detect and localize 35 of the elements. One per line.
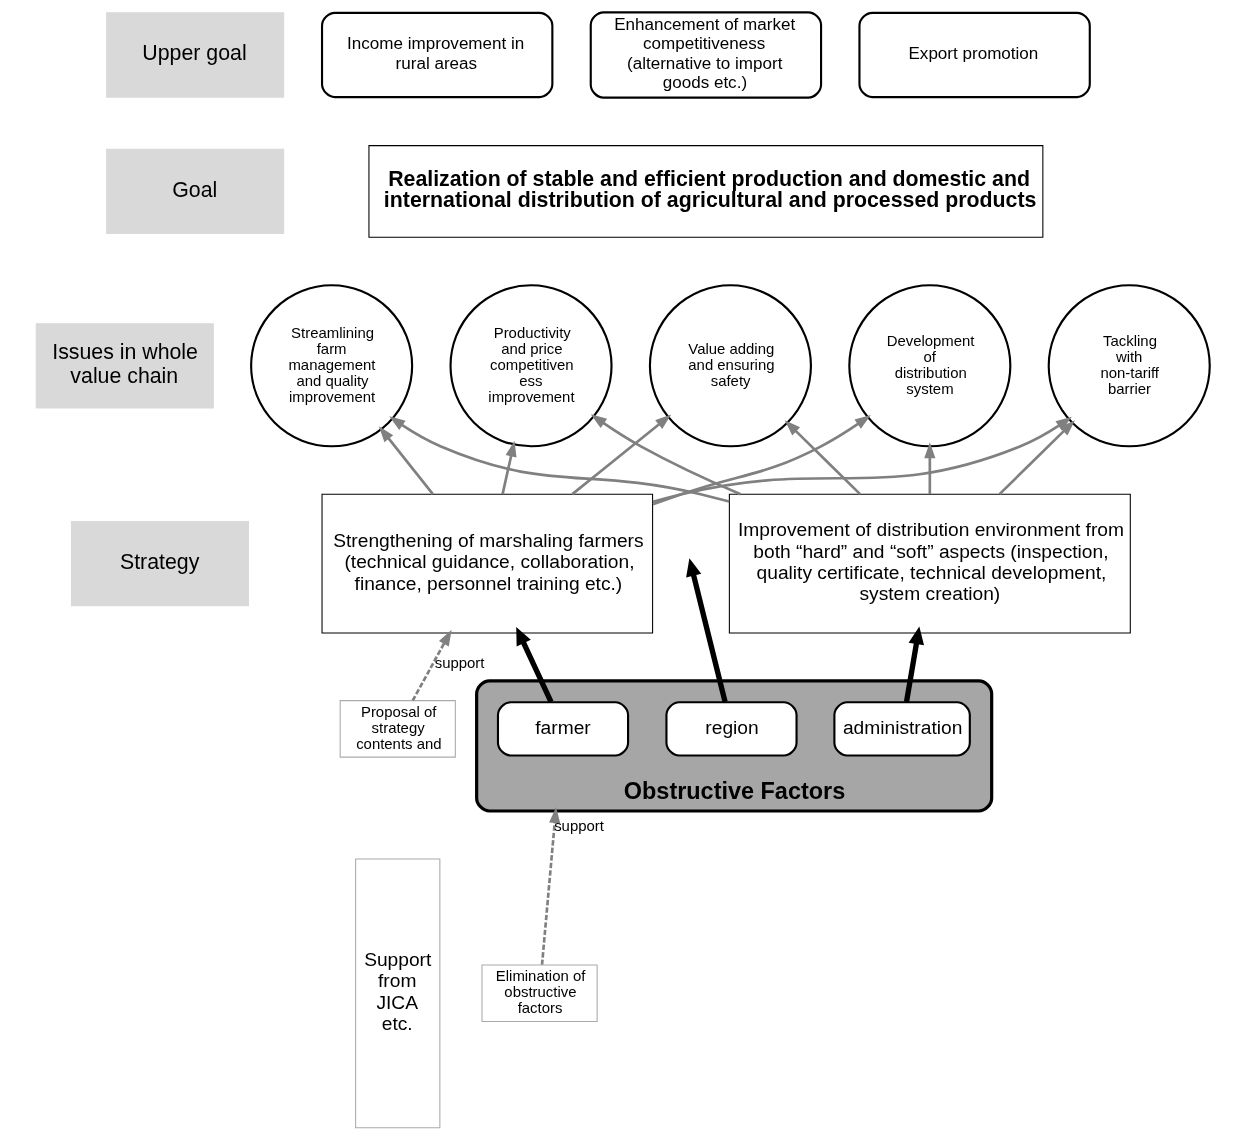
arrow (378, 426, 434, 495)
edge-label: support (553, 817, 604, 835)
node-box: Strategy (70, 520, 249, 607)
node-box: Upper goal (105, 12, 284, 98)
arrow (923, 442, 935, 495)
arrow (998, 420, 1075, 496)
arrow (388, 416, 729, 503)
node-circle: Development of distribution system (847, 284, 1011, 448)
node-box: Enhancement of market competitiveness (alternative to import goods etc.) (589, 11, 822, 99)
node-box: Support from JICA etc. (354, 858, 440, 1129)
arrow (652, 414, 871, 506)
node-box: Export promotion (857, 11, 1091, 99)
arrow (411, 629, 452, 702)
arrow (784, 420, 861, 496)
node-circle: Value adding and ensuring safety (648, 284, 812, 448)
node-circle: Productivity and price competitiven ess improvement (448, 284, 613, 448)
arrow (540, 806, 560, 965)
node-box: Strengthening of marshaling farmers (technical guidance, collaboration, finance, personnel training etc.) (321, 493, 653, 634)
node-box: administration (832, 701, 971, 757)
arrow (500, 440, 516, 495)
node-box: Income improvement in rural areas (320, 11, 553, 99)
node-circle: Streamlining farm management and quality improvement (249, 284, 413, 448)
arrow (590, 414, 741, 496)
node-box: farmer (496, 701, 629, 757)
node-box: Issues in whole value chain (35, 323, 214, 409)
node-box: region (664, 701, 798, 757)
edge-label: support (434, 654, 484, 672)
arrow (652, 416, 1072, 504)
arrow (571, 414, 671, 496)
node-box: Improvement of distribution environment from both “hard” and “soft” aspects (inspection, quality certificate, technical development, system creation) (728, 493, 1131, 634)
node-box: Elimination of obstructive factors (480, 964, 598, 1023)
node-circle: Tackling with non-tariff barrier (1047, 284, 1211, 448)
node-box: Goal (105, 148, 284, 235)
node-box: Proposal of strategy contents and (339, 700, 456, 758)
node-box: Realization of stable and efficient production and domestic and international distribution of agricultural and processed products (367, 145, 1043, 238)
